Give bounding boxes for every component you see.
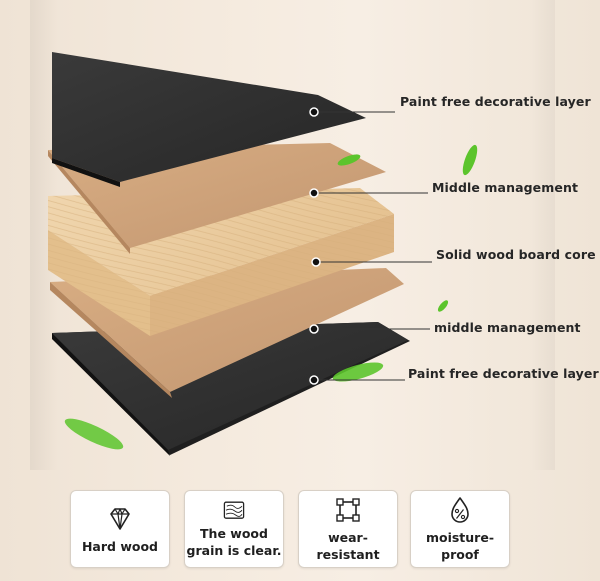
feature-card-wood-grain: The wood grain is clear. [184,490,284,568]
leader-dots [309,107,321,385]
layer-label-top-decor: Paint free decorative layer [400,94,591,109]
layer-label-upper-middle: Middle management [432,180,579,195]
feature-label-line1: The wood [200,526,268,541]
diamond-icon [110,507,130,530]
top-decorative-layer [52,52,366,187]
layer-label-core: Solid wood board core [436,247,596,262]
square-nodes-icon [336,498,360,522]
wood-grain-icon [223,501,245,519]
feature-card-hard-wood: Hard wood [70,490,170,568]
feature-card-moisture-proof: moisture-proof [410,490,510,568]
feature-card-wear-resistant: wear-resistant [298,490,398,568]
feature-label: wear-resistant [316,530,380,562]
droplet-percent-icon [451,497,469,523]
board-layers-illustration [48,52,478,456]
layer-label-lower-middle: middle management [434,320,581,335]
feature-label: moisture-proof [425,530,495,562]
layer-label-bottom-decor: Paint free decorative layer [408,366,599,381]
feature-label: Hard wood [81,538,159,554]
feature-cards: Hard wood The wood grain is clear. wear-… [0,490,600,570]
leader-lines [314,111,432,381]
feature-label-line2: grain is clear. [186,543,282,558]
leaf-decorations [64,144,478,450]
